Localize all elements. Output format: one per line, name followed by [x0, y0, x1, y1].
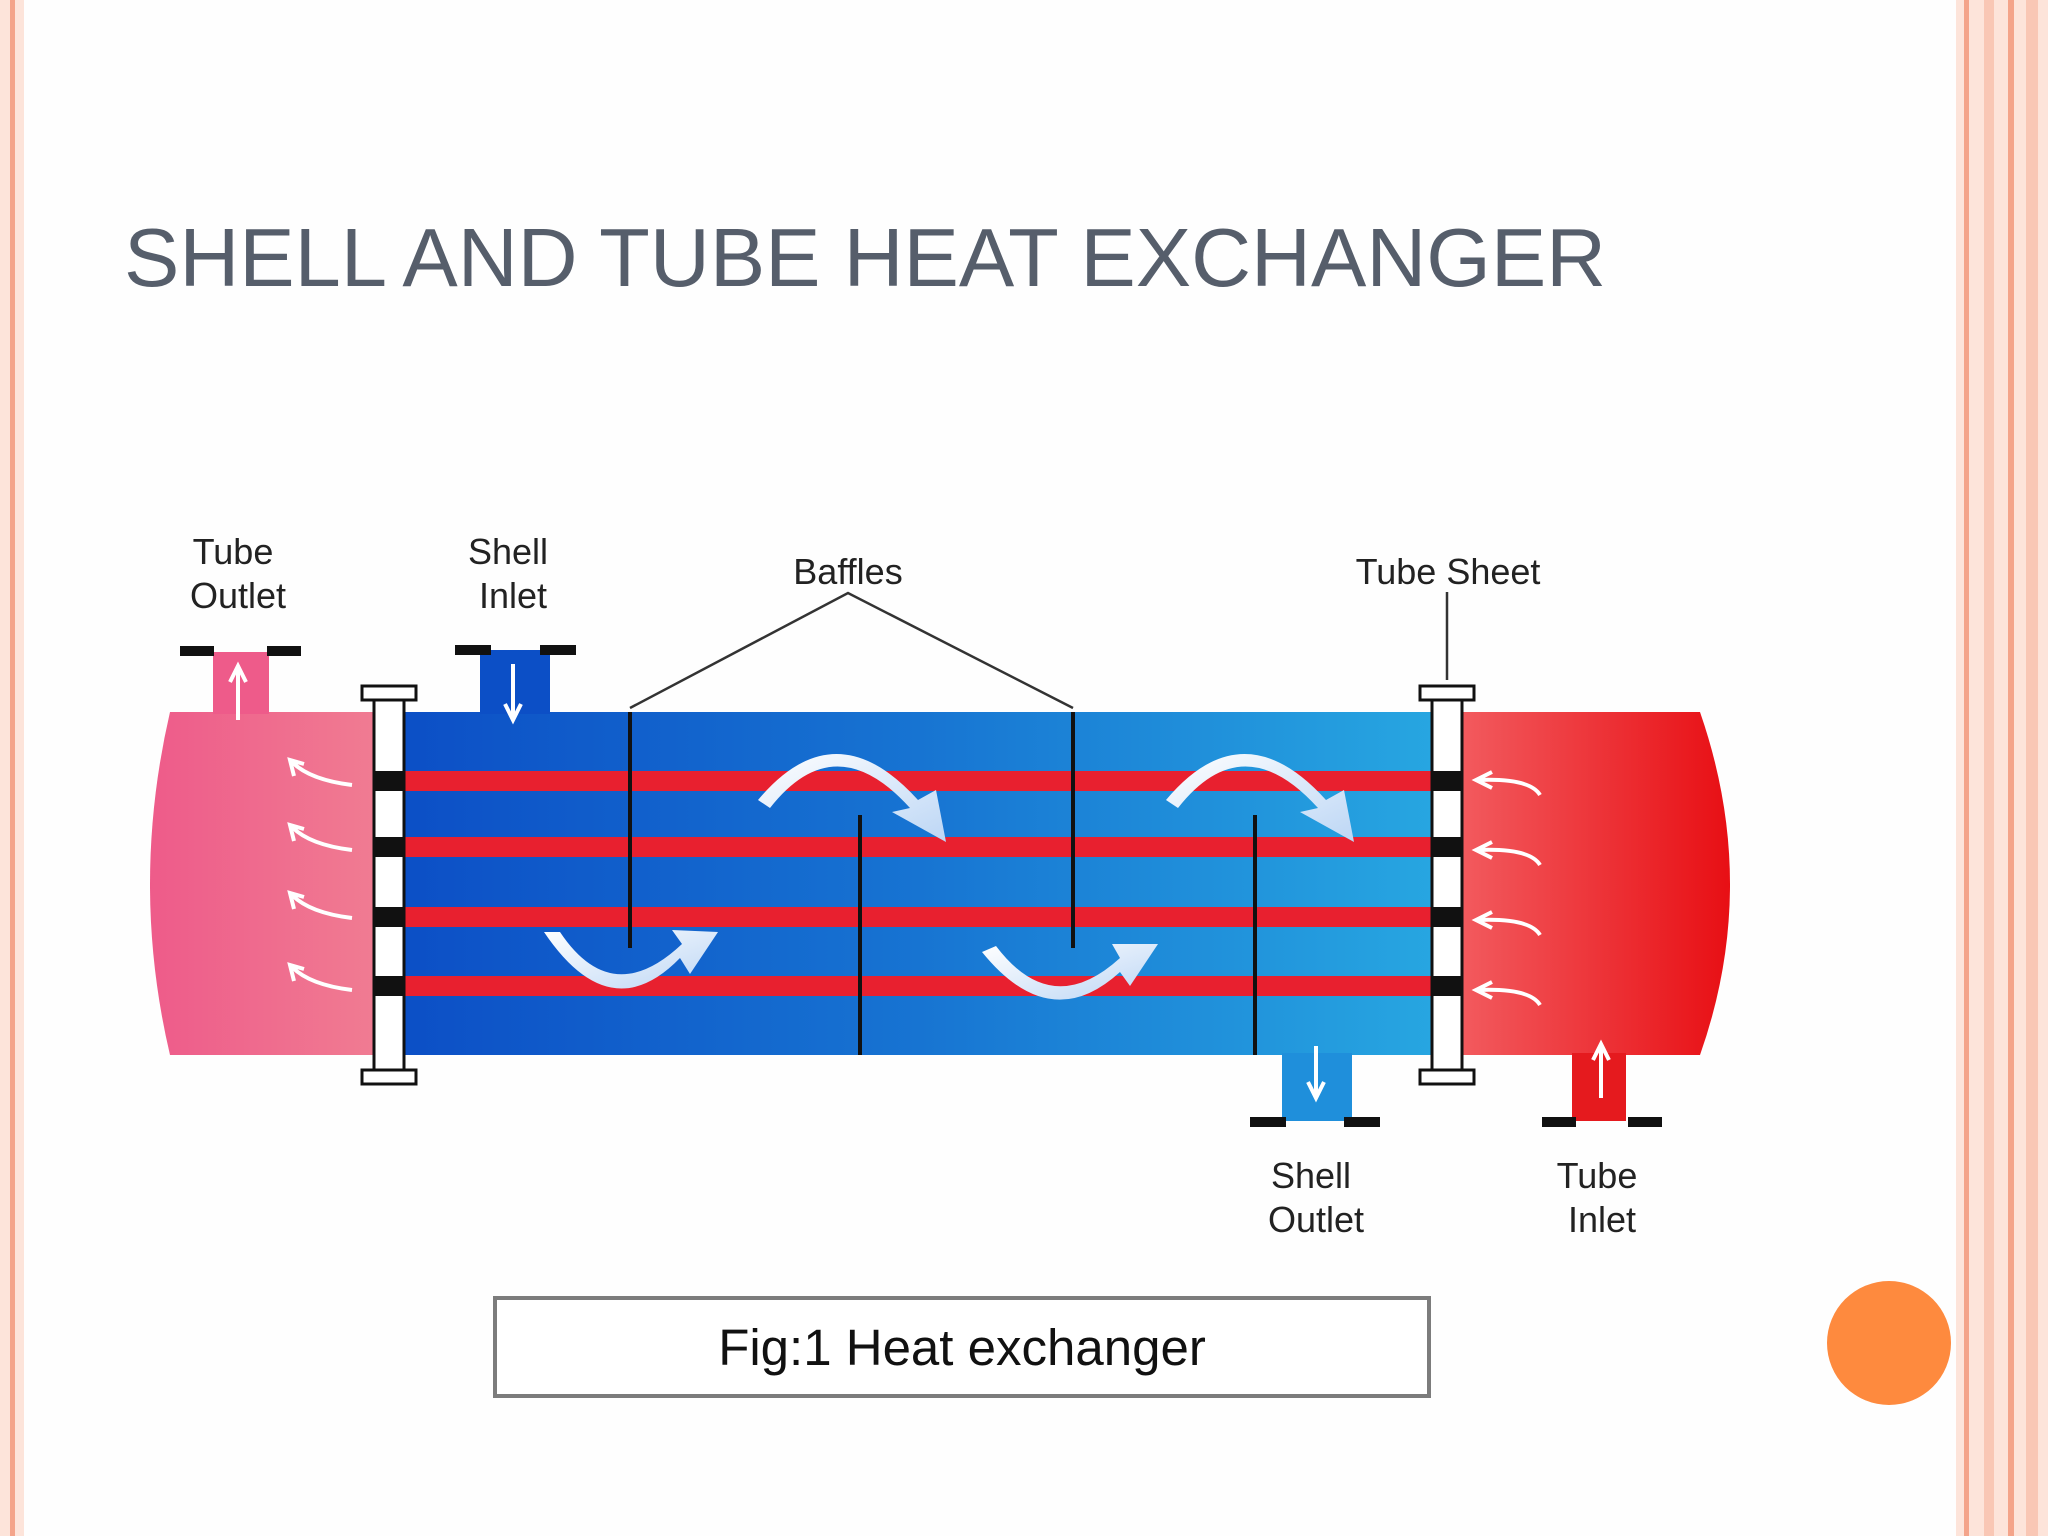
right-head: [1462, 712, 1730, 1055]
shell-inlet-label: Shell Inlet: [468, 531, 558, 616]
baffles-leader: [629, 591, 1074, 710]
tube-inlet-label: Tube Inlet: [1557, 1155, 1648, 1240]
slide-title: SHELL AND TUBE HEAT EXCHANGER: [124, 211, 1607, 304]
right-tube-sheet: [1418, 684, 1476, 1086]
tube-outlet-arrow: [228, 661, 248, 720]
decorative-orange-circle: [1827, 1281, 1951, 1405]
tube-inlet-arrow: [1591, 1039, 1611, 1098]
heat-exchanger-diagram: Tube Outlet Shell Inlet Baffles Tube She…: [150, 531, 1730, 1240]
left-head: [150, 712, 378, 1055]
right-border: [1956, 0, 2048, 1536]
tube-inlet-flow-arrows: [1471, 770, 1542, 1007]
tube-outlet-label: Tube Outlet: [190, 531, 286, 616]
shell-body: [404, 712, 1434, 1055]
baffles-label: Baffles: [793, 551, 902, 592]
tube: [404, 837, 1434, 857]
shell-outlet-label: Shell Outlet: [1268, 1155, 1364, 1240]
figure-caption-box: Fig:1 Heat exchanger: [493, 1296, 1431, 1398]
tube: [404, 771, 1434, 791]
tube-sheet-label: Tube Sheet: [1356, 551, 1541, 592]
figure-caption: Fig:1 Heat exchanger: [718, 1318, 1206, 1376]
tube: [404, 907, 1434, 927]
left-tube-sheet: [360, 684, 418, 1086]
tube-outlet-flow-arrows: [287, 757, 353, 992]
shell-outlet-arrow: [1306, 1046, 1326, 1103]
tube-outlet-nozzle: [213, 652, 269, 714]
shell-flow-arrows: [544, 754, 1354, 1000]
shell-inlet-arrow: [503, 664, 523, 725]
left-border: [0, 0, 24, 1536]
tube: [404, 976, 1434, 996]
